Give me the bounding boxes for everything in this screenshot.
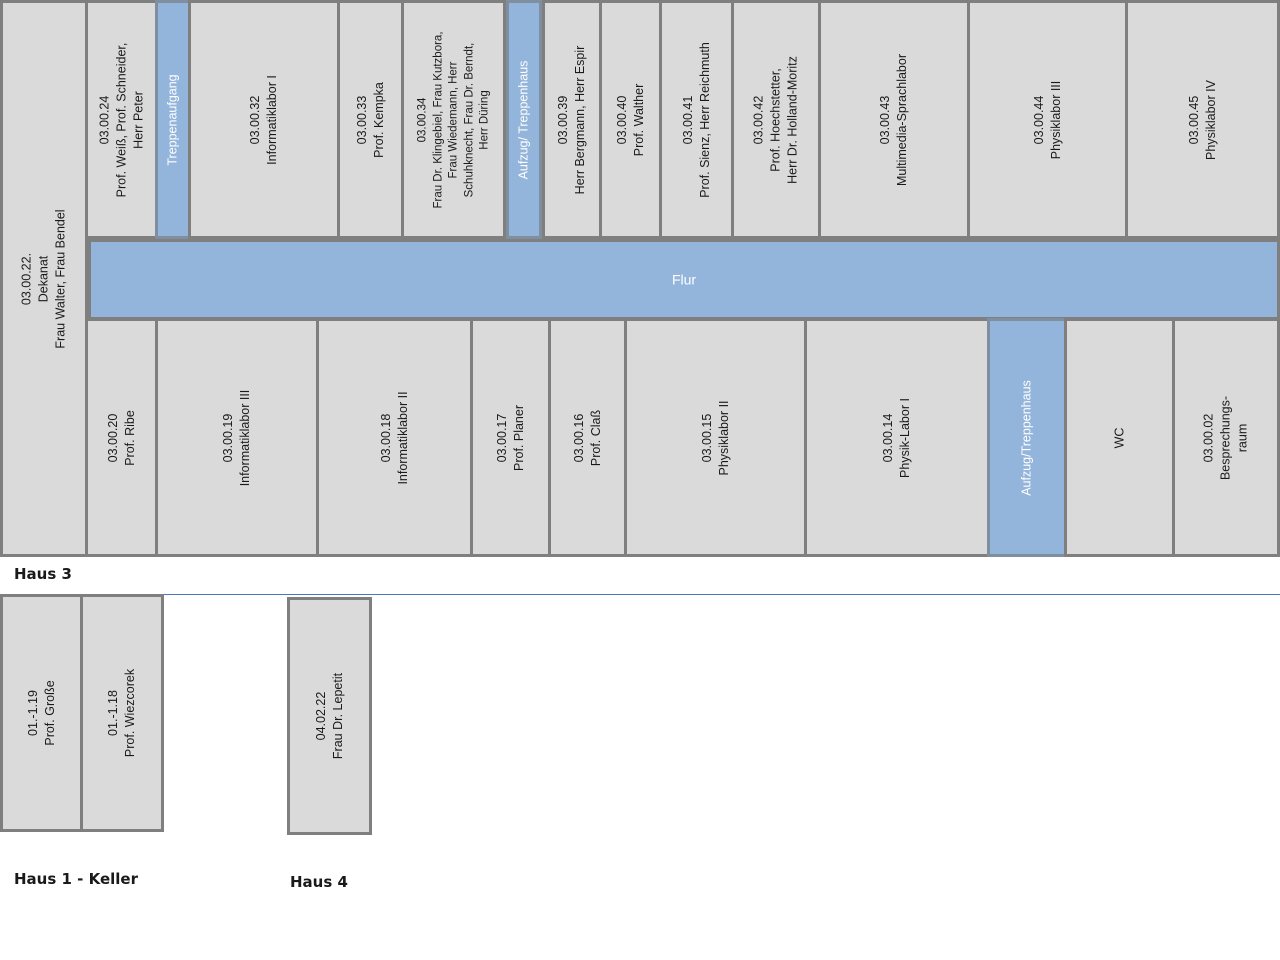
room-label: 03.00.22. Dekanat Frau Walter, Frau Bend… [19,208,68,349]
divider-line [0,594,1280,595]
room-03-00-15: 03.00.15 Physiklabor II [624,318,807,557]
room-03-00-39: 03.00.39 Herr Bergmann, Herr Espir [542,0,602,239]
room-03-00-33: 03.00.33 Prof. Kempka [337,0,404,239]
corridor-label: Flur [671,271,697,287]
room-03-00-43: 03.00.43 Multimedia-Sprachlabor [818,0,970,239]
room-01-1-19: 01.-1.19 Prof. Große [0,594,83,832]
room-wc: WC [1064,318,1175,557]
room-03-00-17: 03.00.17 Prof. Planer [470,318,551,557]
building-title-haus-3: Haus 3 [14,565,72,583]
room-03-00-45: 03.00.45 Physiklabor IV [1125,0,1280,239]
room-03-00-41: 03.00.41 Prof. Sienz, Herr Reichmuth [659,0,734,239]
room-03-00-19: 03.00.19 Informatiklabor III [155,318,319,557]
room-03-00-20: 03.00.20 Prof. Ribe [85,318,158,557]
building-title-haus-1-keller: Haus 1 - Keller [14,870,138,888]
room-03-00-24: 03.00.24 Prof. Weiß, Prof. Schneider, He… [85,0,158,239]
room-03-00-18: 03.00.18 Informatiklabor II [316,318,473,557]
room-04-02-22: 04.02.22 Frau Dr. Lepetit [287,597,372,835]
elevator-top: Aufzug/ Treppenhaus [506,0,542,239]
room-03-00-42: 03.00.42 Prof. Hoechstetter, Herr Dr. Ho… [731,0,821,239]
room-03-00-32: 03.00.32 Informatiklabor I [188,0,340,239]
room-03-00-16: 03.00.16 Prof. Claß [548,318,627,557]
room-03-00-34: 03.00.34 Frau Dr. Klingebiel, Frau Kutzb… [401,0,506,239]
room-03-00-22-dekanat: 03.00.22. Dekanat Frau Walter, Frau Bend… [0,0,88,557]
elevator-bottom: Aufzug/Treppenhaus [987,318,1067,557]
staircase-top: Treppenaufgang [155,0,191,239]
room-03-00-14: 03.00.14 Physik-Labor I [804,318,990,557]
room-03-00-44: 03.00.44 Physiklabor III [967,0,1128,239]
building-title-haus-4: Haus 4 [290,873,348,891]
corridor: Flur [88,239,1280,320]
room-03-00-02: 03.00.02 Besprechungs- raum [1172,318,1280,557]
room-01-1-18: 01.-1.18 Prof. Wiezcorek [80,594,164,832]
room-03-00-40: 03.00.40 Prof. Walther [599,0,662,239]
